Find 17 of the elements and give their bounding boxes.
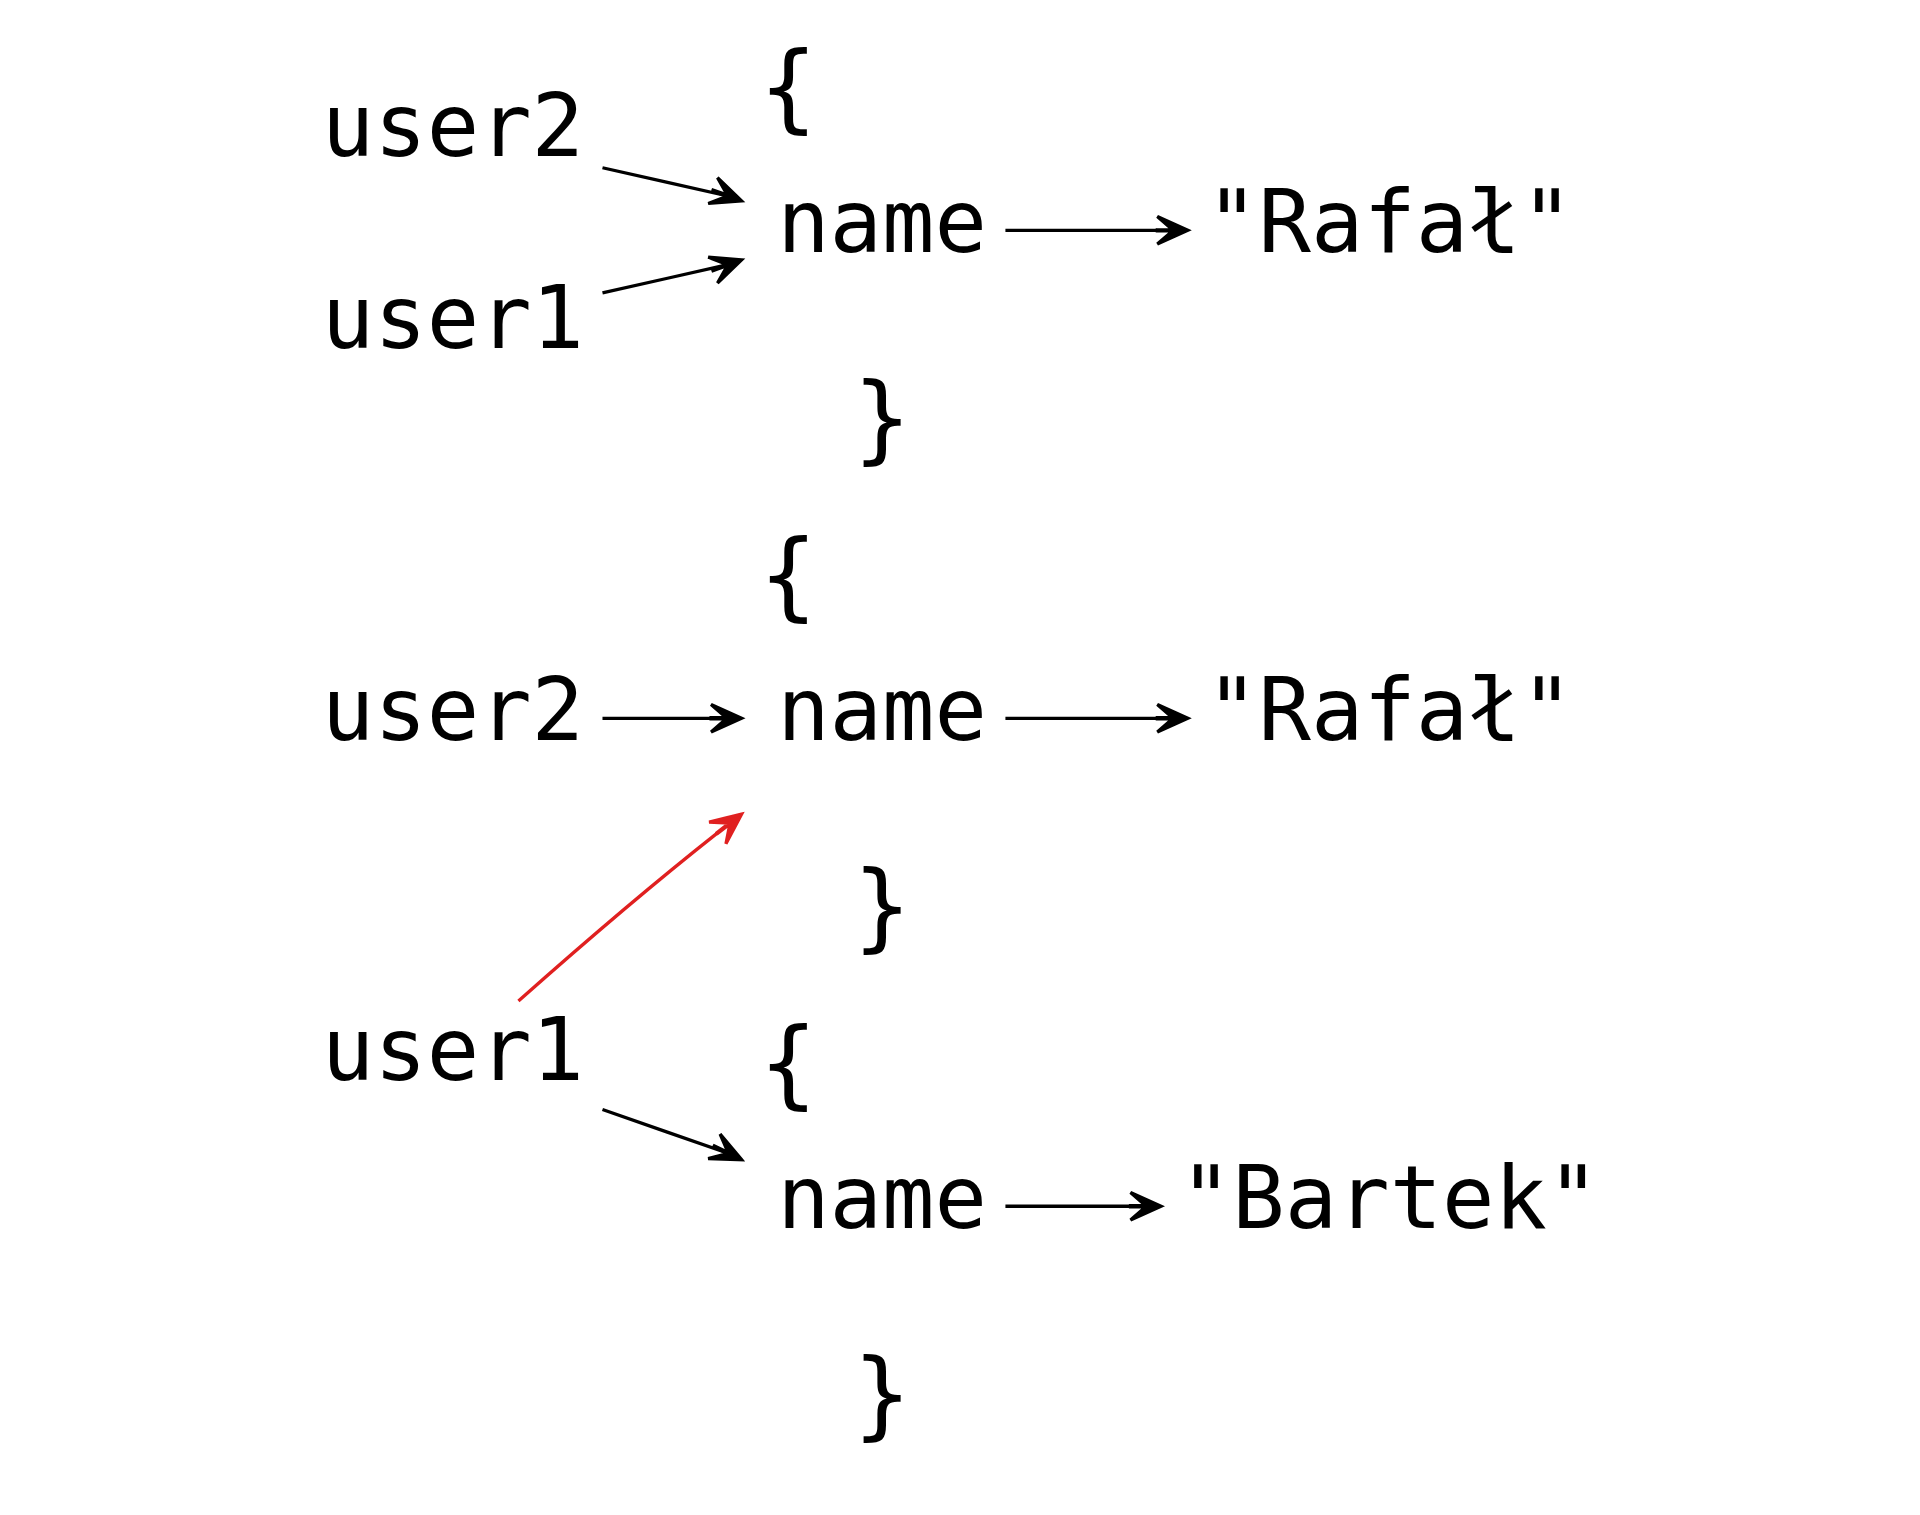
- node-text: name: [776, 659, 987, 762]
- arrow: [601, 1107, 743, 1162]
- arrow: [1004, 214, 1189, 246]
- arrow: [1004, 1190, 1163, 1222]
- node-text: user1: [321, 998, 584, 1101]
- arrow: [601, 255, 743, 295]
- node-text: "Rafał": [1205, 171, 1573, 274]
- node-text: name: [776, 1147, 987, 1250]
- node-text: name: [776, 171, 987, 274]
- node-text: user2: [321, 659, 584, 762]
- arrow: [1004, 702, 1189, 734]
- node-text: "Bartek": [1179, 1147, 1599, 1250]
- node-text: user1: [321, 266, 584, 369]
- node-text: "Rafał": [1205, 659, 1573, 762]
- arrow: [516, 812, 743, 1003]
- node-text: user2: [321, 75, 584, 178]
- arrow: [601, 166, 743, 206]
